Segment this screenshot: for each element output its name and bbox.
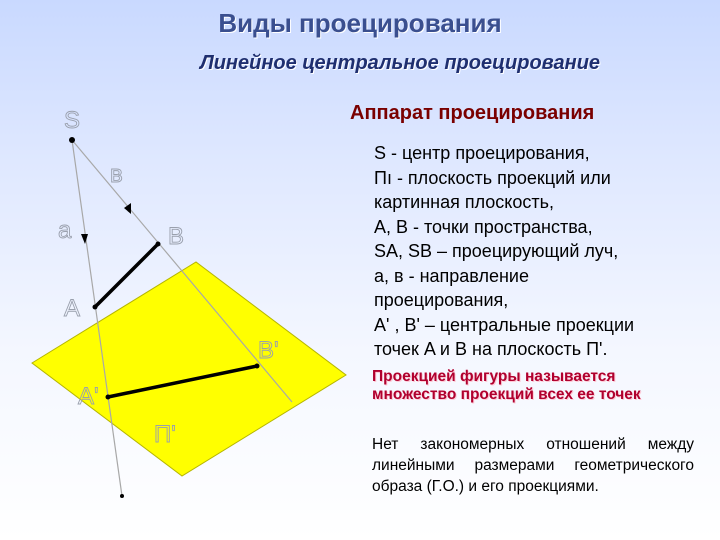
point-a1 xyxy=(105,394,111,400)
definition-line: картинная плоскость, xyxy=(374,192,555,212)
segment-ab xyxy=(93,242,160,309)
ray-sb xyxy=(71,139,293,403)
point-b1 xyxy=(254,363,260,369)
definition-line: A' , B' – центральные проекции xyxy=(374,314,635,335)
highlight-definition: Проекцией фигуры называется множество пр… xyxy=(372,368,641,403)
segment-a1b1 xyxy=(107,364,258,399)
slide-title: Виды проецирования xyxy=(218,8,502,38)
arrow-a xyxy=(81,234,88,244)
label-plane: П' xyxy=(154,421,176,448)
definition-line: Пı - плоскость проекций или xyxy=(374,167,611,188)
definition-line: a, в - направление xyxy=(374,265,529,286)
ray-end-a xyxy=(120,494,124,498)
definition-line: A, B - точки пространства, xyxy=(374,216,593,237)
label-dir-b: в xyxy=(110,161,123,188)
note-paragraph: Нет закономерных отношений между линейны… xyxy=(372,436,694,495)
definition-line: S - центр проецирования, xyxy=(374,143,590,163)
definition-line: проецирования, xyxy=(374,290,509,310)
label-dir-a: a xyxy=(58,217,72,244)
definition-line: SA, SB – проецирующий луч, xyxy=(374,241,619,261)
section-heading: Аппарат проецирования xyxy=(350,102,595,124)
slide-subtitle: Линейное центральное проецирование xyxy=(199,52,601,74)
label-a: A xyxy=(64,295,80,322)
label-s: S xyxy=(64,107,80,134)
label-a1: A' xyxy=(78,383,99,410)
projection-plane xyxy=(31,261,347,477)
definition-list: S - центр проецирования, Пı - плоскость … xyxy=(374,141,714,362)
label-b: B xyxy=(168,223,184,250)
point-a xyxy=(92,304,98,310)
point-s xyxy=(69,137,75,143)
definition-line: точек A и B на плоскость П'. xyxy=(374,339,608,359)
arrow-b xyxy=(124,203,131,214)
point-b xyxy=(155,241,161,247)
label-b1: B' xyxy=(258,337,279,364)
ray-sa xyxy=(71,139,123,497)
